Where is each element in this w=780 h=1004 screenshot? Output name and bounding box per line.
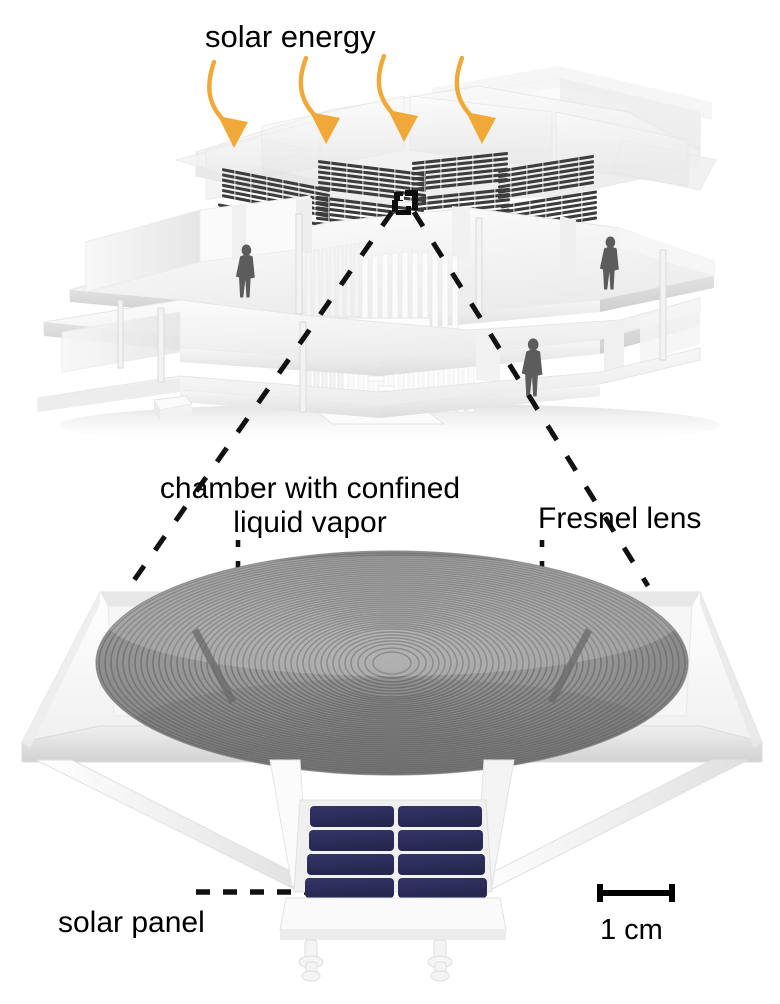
scale-bar	[597, 884, 675, 902]
callout-line-right	[411, 210, 651, 588]
people-silhouettes	[235, 236, 619, 397]
module-feet	[298, 939, 453, 982]
fresnel-lens-rings	[98, 552, 686, 775]
building-base-box	[153, 395, 193, 420]
solar-arrow-2	[298, 55, 340, 144]
label-scale-bar: 1 cm	[600, 914, 663, 946]
foot-right	[427, 939, 453, 982]
lens-mark-left	[192, 628, 236, 704]
callout-line-left	[127, 210, 395, 588]
solar-arrow-4	[454, 55, 496, 144]
solar-panel-assembly	[279, 799, 507, 940]
callout-module-marker	[392, 190, 418, 215]
label-chamber-with-confined-liquid-vapor: chamber with confined liquid vapor	[130, 472, 490, 539]
lens-mark-right	[548, 628, 592, 704]
building-base-slab	[37, 347, 701, 418]
foot-left	[298, 939, 324, 982]
fresnel-lens-disc	[95, 550, 689, 776]
person-center	[521, 338, 543, 397]
label-fresnel-lens: Fresnel lens	[538, 502, 702, 535]
solar-panel-cells	[305, 806, 487, 898]
building-upper-interior-walls	[85, 195, 714, 293]
solar-arrow-1	[207, 59, 248, 148]
person-left	[235, 244, 255, 298]
solar-arrow-3	[376, 53, 418, 142]
building-cutaway	[37, 66, 720, 447]
leg-front-right	[468, 759, 749, 893]
fresnel-module	[21, 550, 763, 982]
solar-energy-arrows	[207, 53, 496, 148]
module-legs	[35, 759, 749, 893]
label-chamber-line-1: chamber with confined	[159, 472, 461, 505]
label-solar-energy: solar energy	[205, 19, 376, 54]
panel-base-plate	[279, 897, 507, 931]
label-chamber-line-2: liquid vapor	[233, 505, 387, 539]
person-right	[599, 236, 619, 290]
label-solar-panel: solar panel	[58, 906, 205, 939]
